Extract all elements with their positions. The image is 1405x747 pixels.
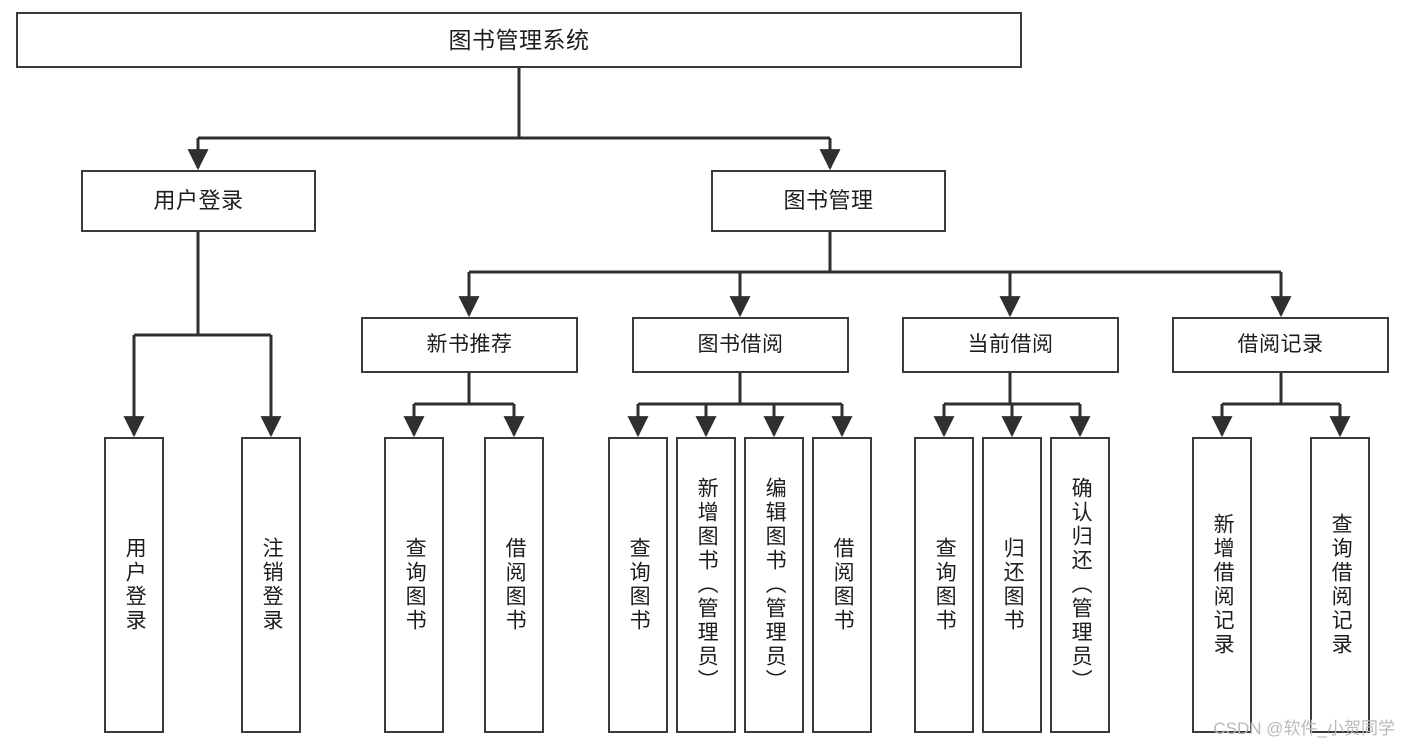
node-user-login[interactable]: 用户登录 (81, 170, 316, 232)
leaf-confirm-return-admin[interactable]: 确认归还（管理员） (1050, 437, 1110, 733)
leaf-query-borrow-record[interactable]: 查询借阅记录 (1310, 437, 1370, 733)
node-label: 确认归还（管理员） (1069, 477, 1093, 693)
node-label: 借阅图书 (831, 537, 855, 633)
node-label: 当前借阅 (967, 332, 1054, 356)
leaf-query-book-current[interactable]: 查询图书 (914, 437, 974, 733)
node-label: 用户登录 (153, 188, 244, 214)
leaf-logout[interactable]: 注销登录 (241, 437, 301, 733)
node-label: 新书推荐 (426, 332, 513, 356)
node-label: 新增借阅记录 (1211, 513, 1235, 657)
node-label: 查询图书 (933, 537, 957, 633)
node-root-system[interactable]: 图书管理系统 (16, 12, 1022, 68)
node-current-borrow[interactable]: 当前借阅 (902, 317, 1119, 373)
node-label: 借阅记录 (1237, 332, 1324, 356)
node-label: 新增图书（管理员） (695, 477, 719, 693)
leaf-return-book[interactable]: 归还图书 (982, 437, 1042, 733)
node-label: 查询图书 (627, 537, 651, 633)
node-label: 编辑图书（管理员） (763, 477, 787, 693)
node-book-borrow[interactable]: 图书借阅 (632, 317, 849, 373)
node-label: 借阅图书 (503, 537, 527, 633)
node-label: 注销登录 (260, 537, 284, 633)
node-label: 图书管理系统 (448, 26, 590, 53)
node-label: 归还图书 (1001, 537, 1025, 633)
leaf-add-book-admin[interactable]: 新增图书（管理员） (676, 437, 736, 733)
leaf-query-book-new[interactable]: 查询图书 (384, 437, 444, 733)
leaf-user-login[interactable]: 用户登录 (104, 437, 164, 733)
node-label: 用户登录 (123, 537, 147, 633)
node-label: 查询图书 (403, 537, 427, 633)
leaf-edit-book-admin[interactable]: 编辑图书（管理员） (744, 437, 804, 733)
node-new-book-recommend[interactable]: 新书推荐 (361, 317, 578, 373)
node-label: 图书借阅 (697, 332, 784, 356)
node-label: 查询借阅记录 (1329, 513, 1353, 657)
watermark: CSDN @软件_小贺同学 (1213, 719, 1395, 738)
node-label: 图书管理 (783, 188, 874, 214)
leaf-query-book-borrow[interactable]: 查询图书 (608, 437, 668, 733)
leaf-add-borrow-record[interactable]: 新增借阅记录 (1192, 437, 1252, 733)
leaf-borrow-book[interactable]: 借阅图书 (812, 437, 872, 733)
node-book-management[interactable]: 图书管理 (711, 170, 946, 232)
leaf-borrow-book-new[interactable]: 借阅图书 (484, 437, 544, 733)
node-borrow-record[interactable]: 借阅记录 (1172, 317, 1389, 373)
